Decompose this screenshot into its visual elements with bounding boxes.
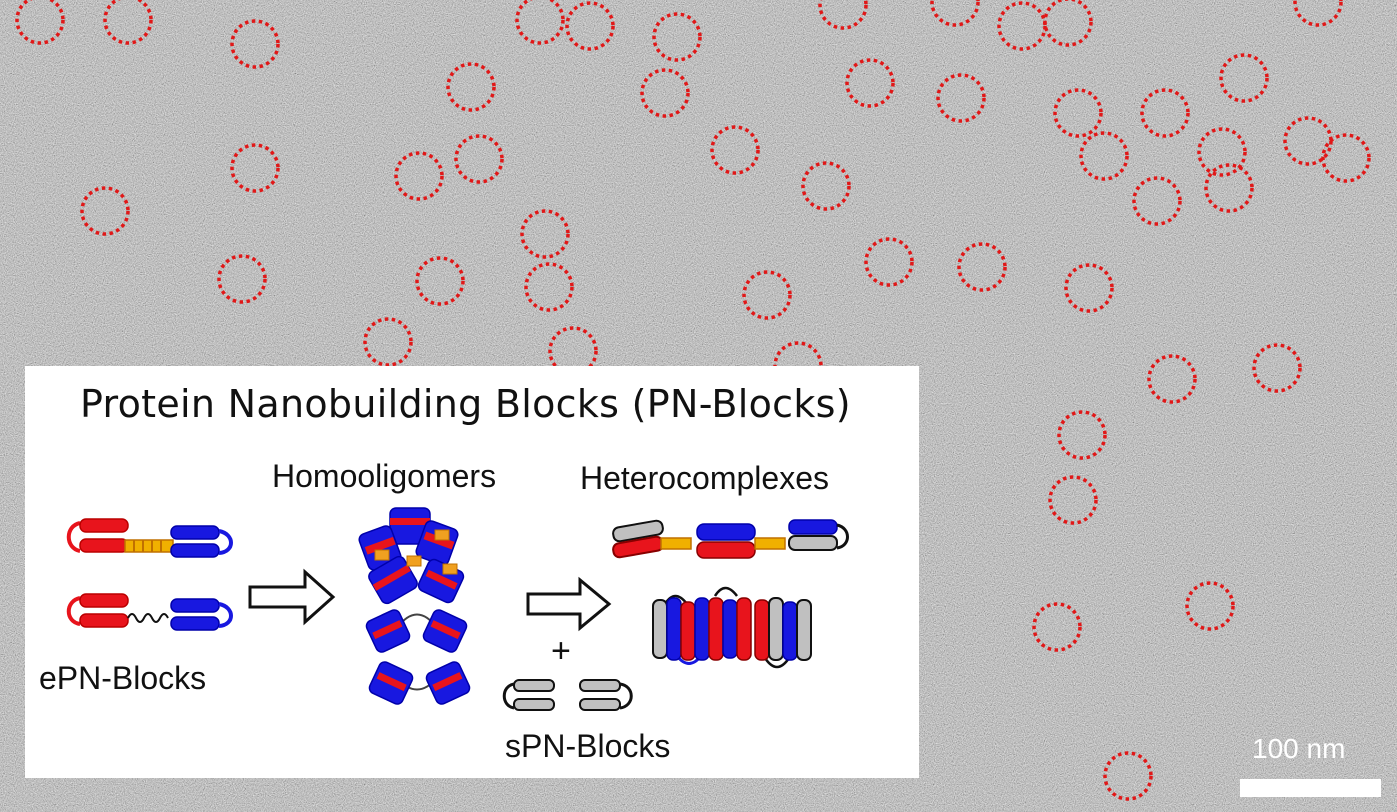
particle-marker-circle <box>1140 88 1190 138</box>
particle-marker-circle <box>363 317 413 367</box>
particle-marker-circle <box>1103 751 1153 801</box>
particle-marker-circle <box>230 19 280 69</box>
particle-marker-circle <box>997 1 1047 51</box>
epn-block-top <box>66 518 233 558</box>
particle-marker-circle <box>1057 410 1107 460</box>
pn-blocks-diagram <box>66 507 849 711</box>
particle-marker-circle <box>864 237 914 287</box>
particle-marker-circle <box>520 209 570 259</box>
particle-marker-circle <box>217 254 267 304</box>
particle-marker-circle <box>930 0 980 27</box>
plus-sign: + <box>551 632 571 670</box>
particle-marker-circle <box>1064 263 1114 313</box>
homooligomers-label: Homooligomers <box>272 458 497 494</box>
heterocomplex-linear <box>612 519 849 559</box>
particle-marker-circle <box>1293 0 1343 27</box>
particle-marker-circle <box>801 161 851 211</box>
homooligomer-top <box>358 507 465 605</box>
scale-bar <box>1240 779 1381 797</box>
particle-marker-circle <box>1132 176 1182 226</box>
particle-marker-circle <box>652 12 702 62</box>
particle-marker-circle <box>742 270 792 320</box>
particle-marker-circle <box>1219 53 1269 103</box>
particle-marker-circle <box>936 73 986 123</box>
particle-marker-circle <box>515 0 565 45</box>
particle-marker-circle <box>394 151 444 201</box>
heterocomplex-bundle <box>652 586 812 669</box>
particle-marker-circle <box>957 242 1007 292</box>
epn-block-bottom <box>66 593 233 631</box>
inset-title: Protein Nanobuilding Blocks (PN-Blocks) <box>80 382 851 426</box>
particle-marker-circle <box>1043 0 1093 47</box>
particle-marker-circle <box>1147 354 1197 404</box>
arrow-icon <box>526 576 612 632</box>
heterocomplexes-label: Heterocomplexes <box>580 460 829 496</box>
particle-marker-circle <box>1197 127 1247 177</box>
particle-marker-circle <box>1053 88 1103 138</box>
spn-blocks-label: sPN-Blocks <box>505 728 671 764</box>
particle-marker-circle <box>446 62 496 112</box>
particle-marker-circle <box>818 0 868 30</box>
particle-marker-circle <box>80 186 130 236</box>
particle-marker-circle <box>1079 131 1129 181</box>
particle-marker-circle <box>565 1 615 51</box>
pn-blocks-inset: Protein Nanobuilding Blocks (PN-Blocks) … <box>25 366 919 778</box>
particle-marker-circle <box>710 125 760 175</box>
scale-bar-label: 100 nm <box>1252 733 1346 764</box>
particle-marker-circle <box>15 0 65 45</box>
particle-marker-circle <box>845 58 895 108</box>
arrow-icon <box>248 568 336 626</box>
particle-marker-circle <box>1252 343 1302 393</box>
epn-blocks-label: ePN-Blocks <box>39 660 207 696</box>
spn-blocks-pair <box>502 679 633 711</box>
particle-marker-circle <box>524 262 574 312</box>
homooligomer-bottom <box>365 609 471 705</box>
particle-marker-circle <box>1204 163 1254 213</box>
particle-markers <box>15 0 1371 801</box>
particle-marker-circle <box>1032 602 1082 652</box>
particle-marker-circle <box>1048 475 1098 525</box>
particle-marker-circle <box>230 143 280 193</box>
particle-marker-circle <box>1185 581 1235 631</box>
particle-marker-circle <box>1321 133 1371 183</box>
particle-marker-circle <box>415 256 465 306</box>
particle-marker-circle <box>103 0 153 45</box>
particle-marker-circle <box>454 134 504 184</box>
particle-marker-circle <box>640 68 690 118</box>
